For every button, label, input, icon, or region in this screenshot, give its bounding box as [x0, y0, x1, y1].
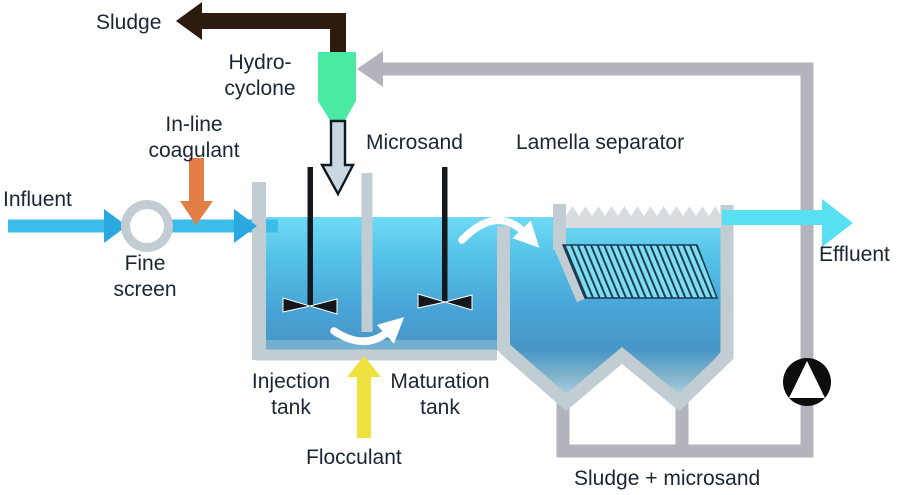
- sludge-arrowhead-icon: [176, 2, 202, 40]
- lamella-tank-shell: [498, 205, 734, 412]
- sludge-pipe: [176, 2, 346, 55]
- mixer-2-blade-left: [417, 293, 447, 309]
- label-flocculant: Flocculant: [306, 446, 402, 469]
- sludge-pipe-run: [202, 13, 346, 55]
- coagulant-arrow-icon: [180, 158, 213, 225]
- lamella-pack-hatch: [563, 245, 717, 298]
- influent-shaft-2: [168, 219, 234, 233]
- tank-floor-highlight: [266, 340, 497, 350]
- serrated-weir-icon: [566, 206, 721, 228]
- recirculation-arrowhead-icon: [357, 51, 383, 87]
- label-inline-coagulant: In-line coagulant: [148, 113, 240, 163]
- microsand-return-arrow-icon: [319, 119, 355, 197]
- label-sludge: Sludge: [96, 11, 162, 34]
- lamella-support-strut: [553, 243, 588, 303]
- influent-arrowhead-2-icon: [234, 209, 257, 243]
- baffle: [361, 173, 373, 332]
- hydrocyclone-icon: [318, 52, 356, 122]
- label-sludge-microsand: Sludge + microsand: [574, 467, 761, 490]
- label-maturation-tank: Maturation tank: [390, 370, 490, 420]
- flocculant-arrowhead: [347, 356, 381, 377]
- pump-icon: [783, 358, 831, 406]
- flow-arc-under-baffle-icon: [330, 317, 405, 345]
- mixer-2-blade-right: [443, 294, 473, 311]
- flocculant-shaft: [357, 376, 371, 438]
- influent-arrowhead-1-icon: [104, 209, 127, 243]
- flocculant-arrow-icon: [347, 356, 381, 438]
- recirculation-pipe-run: [383, 62, 814, 458]
- coagulant-shaft: [189, 158, 204, 202]
- launder-support: [553, 204, 566, 250]
- mixer-1-blade-right: [308, 298, 338, 315]
- launder: [553, 204, 721, 303]
- label-microsand: Microsand: [366, 131, 463, 154]
- mixer-1-icon: [282, 167, 338, 315]
- flow-arc-over-wall-icon: [458, 216, 540, 248]
- influent-arrow: [8, 200, 257, 252]
- label-injection-tank: Injection tank: [251, 370, 331, 420]
- mixer-1-blade-left: [282, 297, 312, 313]
- pump-triangle: [789, 361, 825, 398]
- label-fine-screen: Fine screen: [113, 252, 177, 302]
- label-influent: Influent: [3, 188, 72, 211]
- label-hydrocyclone: Hydro- cyclone: [224, 51, 296, 101]
- lamella-pack-outline: [561, 244, 719, 299]
- mixer-2-shaft: [442, 167, 448, 302]
- label-effluent: Effluent: [819, 243, 890, 266]
- effluent-arrow: [722, 199, 853, 247]
- label-lamella-separator: Lamella separator: [516, 131, 685, 154]
- fine-screen-inner: [130, 209, 164, 243]
- effluent-shaft: [722, 210, 824, 225]
- mixer-1-shaft: [307, 167, 313, 307]
- tank-walls: [252, 182, 734, 412]
- effluent-arrowhead-icon: [822, 199, 853, 247]
- mixer-2-icon: [417, 167, 473, 311]
- influent-shaft-1: [8, 219, 106, 233]
- coagulant-arrowhead: [180, 201, 213, 225]
- lamella-pack-icon: [561, 244, 719, 299]
